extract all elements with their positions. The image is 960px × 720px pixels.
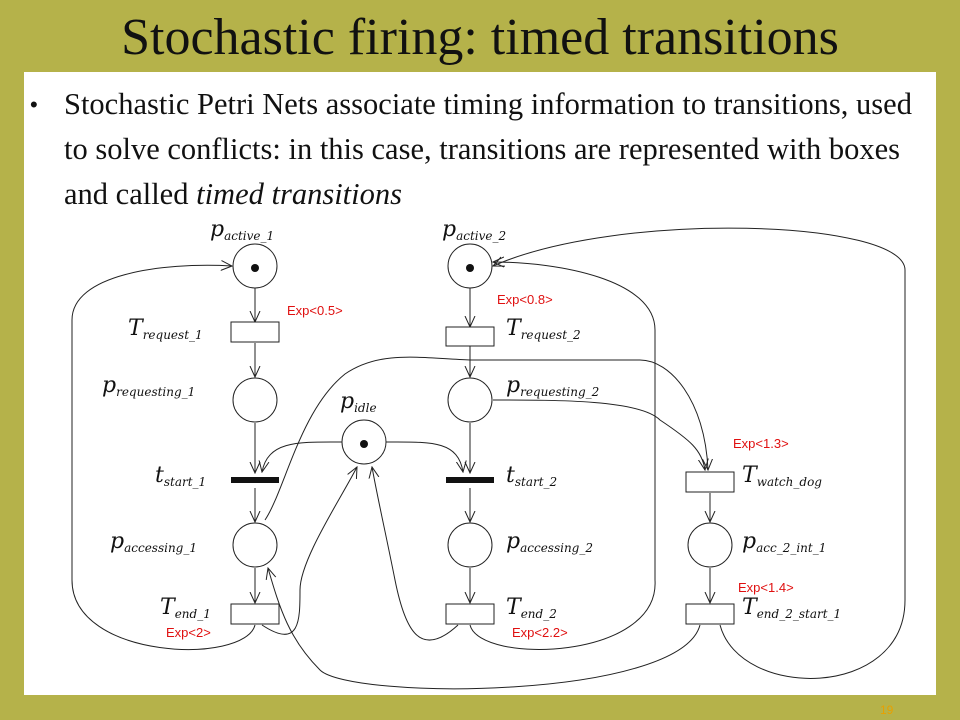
bullet-text-main: Stochastic Petri Nets associate timing i… [64, 87, 912, 211]
transition-T-end-1 [230, 603, 280, 625]
label-T-end-2-start-1: Tend_2_start_1 [742, 595, 841, 621]
tokens [251, 264, 474, 448]
label-t-start-1: tstart_1 [155, 463, 206, 489]
label-T-request-2: Trequest_2 [506, 316, 581, 342]
transition-T-end-2-start-1 [685, 603, 735, 625]
arc [492, 399, 705, 470]
label-p-requesting-1: prequesting_1 [102, 373, 195, 399]
place-p-requesting-2 [447, 377, 493, 423]
label-T-request-1: Trequest_1 [128, 316, 203, 342]
transition-T-end-2 [445, 603, 495, 625]
place-p-accessing-2 [447, 522, 493, 568]
rate-request-1: Exp<0.5> [287, 303, 343, 318]
label-p-accessing-2: paccessing_2 [506, 529, 593, 555]
rate-watch-dog: Exp<1.3> [733, 436, 789, 451]
label-T-end-2: Tend_2 [506, 595, 557, 621]
bullet-text-emphasis: timed transitions [196, 177, 402, 211]
transition-t-start-2 [446, 477, 494, 483]
token-dot [360, 440, 368, 448]
bullet-marker: • [30, 92, 38, 117]
label-p-active-2: pactive_2 [442, 217, 506, 243]
arcs [71, 227, 906, 690]
label-T-end-1: Tend_1 [160, 595, 211, 621]
label-p-accessing-1: paccessing_1 [110, 529, 197, 555]
arc [262, 441, 343, 472]
label-p-active-1: pactive_1 [210, 217, 274, 243]
rate-end-1: Exp<2> [166, 625, 211, 640]
label-p-idle: pidle [340, 389, 377, 415]
rate-request-2: Exp<0.8> [497, 292, 553, 307]
place-p-acc-2-int-1 [687, 522, 733, 568]
page-number: 19 [880, 703, 894, 717]
arc [372, 467, 459, 641]
transition-T-request-1 [230, 321, 280, 343]
label-p-acc-2-int-1: pacc_2_int_1 [742, 529, 826, 555]
transition-T-request-2 [445, 326, 495, 347]
rate-end-2-start-1: Exp<1.4> [738, 580, 794, 595]
token-dot [251, 264, 259, 272]
place-p-requesting-1 [232, 377, 278, 423]
timed-transitions [230, 321, 735, 625]
arc [493, 227, 906, 679]
label-t-start-2: tstart_2 [506, 463, 557, 489]
arc [385, 441, 463, 472]
arc [264, 356, 708, 521]
bullet-text: Stochastic Petri Nets associate timing i… [64, 82, 924, 217]
transition-T-watch-dog [685, 471, 735, 493]
places [232, 243, 733, 568]
arc [71, 265, 256, 650]
arc [261, 467, 357, 635]
rate-end-2: Exp<2.2> [512, 625, 568, 640]
label-p-requesting-2: prequesting_2 [506, 373, 599, 399]
place-p-accessing-1 [232, 522, 278, 568]
arc [268, 568, 701, 690]
transition-t-start-1 [231, 477, 279, 483]
label-T-watch-dog: Twatch_dog [742, 463, 822, 489]
token-dot [466, 264, 474, 272]
arc [469, 262, 656, 650]
immediate-transitions [231, 477, 494, 483]
slide-title: Stochastic firing: timed transitions [121, 9, 839, 66]
